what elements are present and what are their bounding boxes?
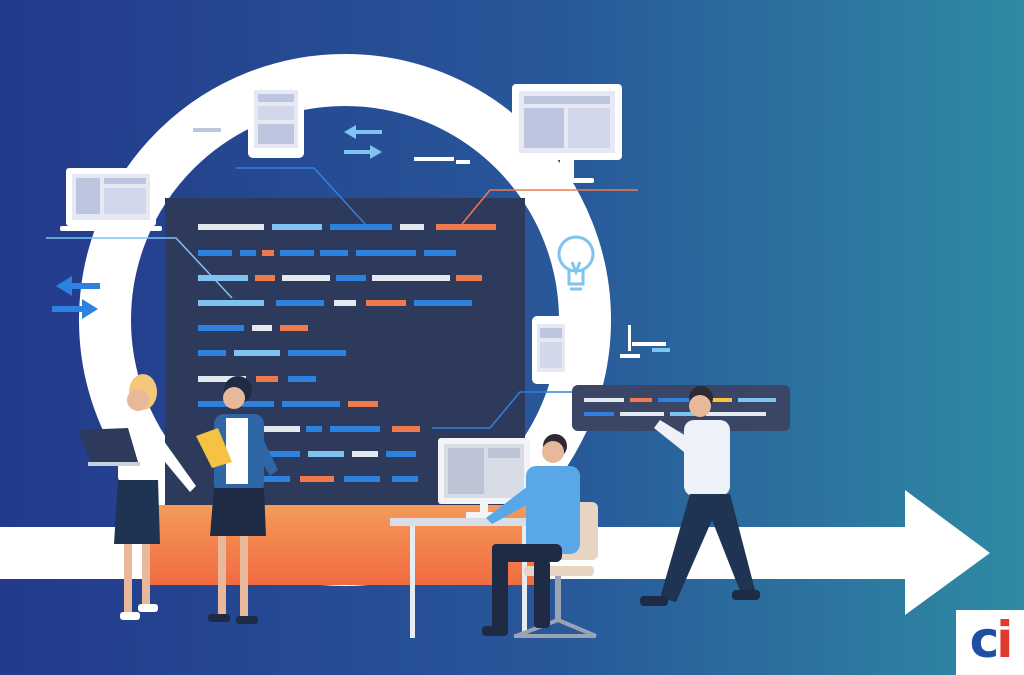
- logo-letter-i: i: [996, 610, 1013, 669]
- walking-developer: [640, 386, 760, 606]
- logo-wordmark: ci: [970, 615, 1014, 665]
- brand-logo: ci: [956, 610, 1024, 675]
- woman-with-laptop: [78, 374, 196, 620]
- woman-with-tablet: [196, 376, 278, 624]
- seated-developer: [482, 434, 580, 636]
- lightbulb-icon: [557, 235, 595, 291]
- small-arrows-icon: [344, 125, 382, 159]
- decorative-dashes: [193, 128, 670, 358]
- monitor-icon: [512, 84, 622, 183]
- arrows-icon: [52, 276, 100, 319]
- tablet-icon: [248, 82, 304, 158]
- smartphone-icon: [532, 316, 570, 384]
- laptop-icon: [60, 168, 162, 231]
- floating-code-card: [572, 385, 790, 431]
- connector-lines: [46, 167, 638, 429]
- logo-letter-c: c: [969, 610, 1000, 669]
- desk: [390, 438, 540, 638]
- code-lines: [198, 224, 496, 482]
